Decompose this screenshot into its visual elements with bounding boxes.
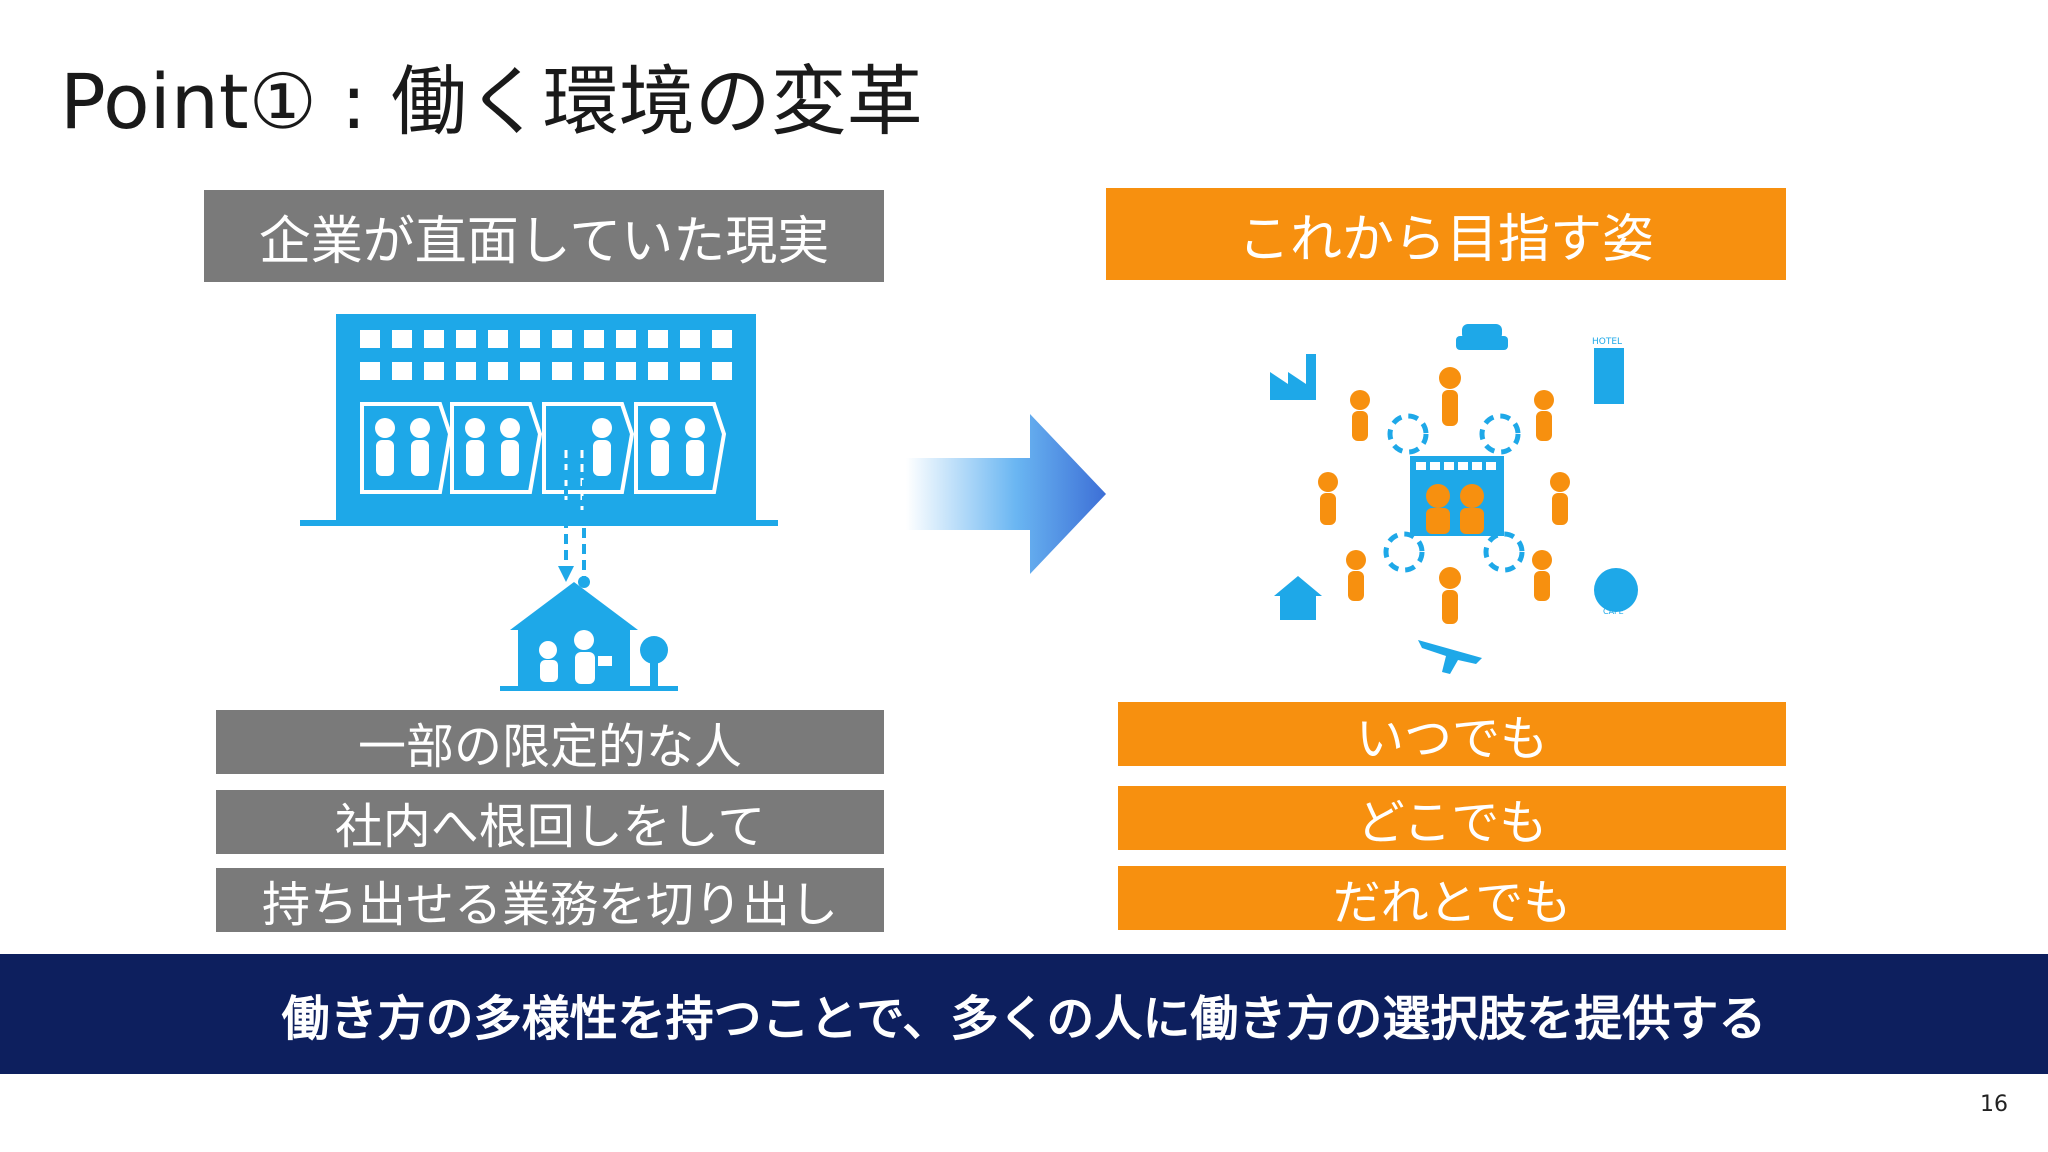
right-item-2: どこでも bbox=[1118, 786, 1786, 851]
left-item-1: 一部の限定的な人 bbox=[216, 710, 884, 775]
left-header: 企業が直面していた現実 bbox=[204, 190, 884, 282]
distributed-work-illustration: HOTEL CAFE bbox=[1270, 324, 1638, 674]
right-item-3: だれとでも bbox=[1118, 866, 1786, 931]
dashed-commute-arrows bbox=[558, 470, 590, 588]
slide-title: Point① : 働く環境の変革 bbox=[60, 57, 923, 146]
hotel-label: HOTEL bbox=[1592, 337, 1622, 347]
cafe-label: CAFE bbox=[1603, 607, 1624, 616]
page-number: 16 bbox=[1980, 1092, 2008, 1117]
left-item-2: 社内へ根回しをして bbox=[216, 790, 884, 855]
office-building-icon bbox=[300, 314, 778, 526]
home-icon bbox=[500, 582, 678, 691]
right-item-1: いつでも bbox=[1118, 702, 1786, 767]
right-arrow-icon bbox=[906, 414, 1106, 574]
right-header: これから目指す姿 bbox=[1106, 188, 1786, 280]
summary-banner: 働き方の多様性を持つことで、多くの人に働き方の選択肢を提供する bbox=[0, 954, 2048, 1074]
left-item-3: 持ち出せる業務を切り出し bbox=[216, 868, 884, 933]
